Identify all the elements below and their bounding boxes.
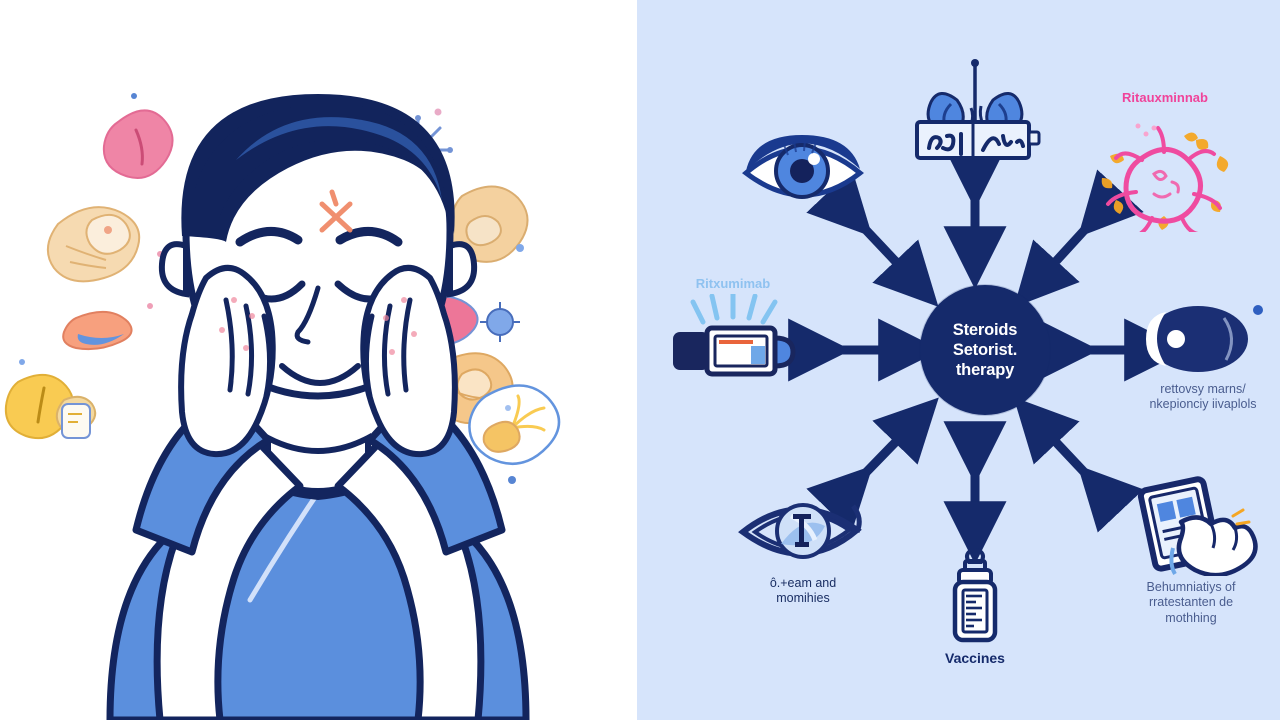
arrow-lower-left bbox=[806, 397, 939, 533]
arrow-upper-left bbox=[806, 169, 939, 307]
vaccines-node[interactable]: Vaccines bbox=[915, 548, 1035, 667]
treatment-monitoring-label: Behumniatiys of rratestanten de mothhing bbox=[1146, 580, 1236, 625]
treatment-diagram-panel: Steroids Setorist. therapy bbox=[637, 0, 1280, 720]
patient-illustration-panel bbox=[0, 0, 637, 720]
eye-node[interactable] bbox=[733, 125, 873, 217]
dark-eye-label: rettovsy marns/ nkepionciy iivaplols bbox=[1149, 382, 1257, 412]
pink-immune-cell-icon bbox=[1075, 112, 1255, 232]
rituximab-cell-label: Ritauxminnab bbox=[1122, 90, 1208, 105]
injector-pen-icon bbox=[651, 293, 815, 380]
rituximab-injector-label: Ritxumimab bbox=[695, 276, 771, 291]
lungs-device-node[interactable] bbox=[895, 58, 1055, 167]
eye-scan-icon bbox=[723, 492, 883, 572]
hub-line-2: Setorist. bbox=[952, 340, 1018, 359]
treatment-monitoring-node[interactable]: Behumniatiys of rratestanten de mothhing bbox=[1105, 476, 1277, 626]
hand-tablet-icon bbox=[1105, 476, 1277, 576]
vaccine-bottle-icon bbox=[915, 548, 1035, 646]
steroids-therapy-hub[interactable]: Steroids Setorist. therapy bbox=[920, 285, 1050, 415]
vaccines-label: Vaccines bbox=[945, 650, 1005, 666]
blue-eye-icon bbox=[733, 125, 873, 213]
hub-line-3: therapy bbox=[955, 361, 1015, 380]
arrow-lower-right bbox=[1013, 397, 1144, 533]
cream-monitoring-label: ô.+eam and momihies bbox=[769, 576, 837, 606]
hub-line-1: Steroids bbox=[952, 320, 1018, 339]
person-illustration bbox=[4, 93, 561, 720]
rituximab-injector-node[interactable]: Ritxumimab bbox=[651, 276, 815, 380]
dark-eye-icon bbox=[1127, 300, 1279, 378]
rituximab-cell-node[interactable]: Ritauxminnab bbox=[1075, 90, 1255, 232]
cream-monitoring-node[interactable]: ô.+eam and momihies bbox=[723, 492, 883, 607]
dark-eye-recovery-node[interactable]: rettovsy marns/ nkepionciy iivaplols bbox=[1127, 300, 1279, 413]
arrow-layer bbox=[788, 146, 1188, 565]
lungs-inhaler-device-icon bbox=[895, 58, 1055, 163]
arrow-upper-right bbox=[1013, 169, 1144, 308]
